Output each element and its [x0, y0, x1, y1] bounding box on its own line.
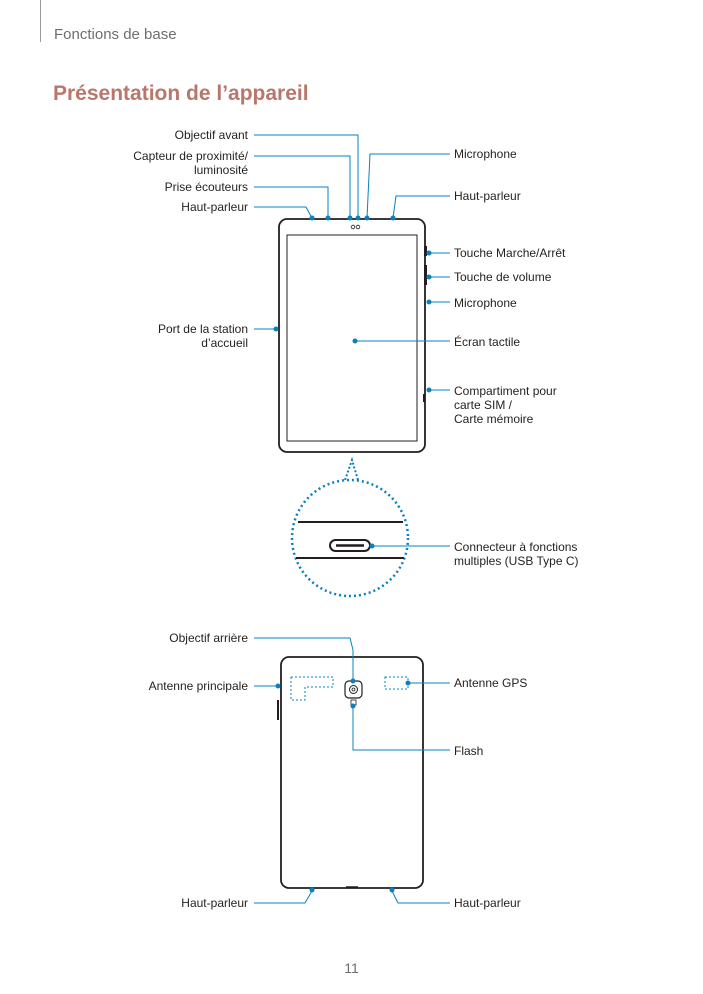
label-haut-parleur-front-right: Haut-parleur: [454, 189, 521, 203]
label-haut-parleur-front-left: Haut-parleur: [181, 200, 248, 214]
label-flash: Flash: [454, 744, 484, 758]
label-microphone-top: Microphone: [454, 147, 517, 161]
label-antenne-gps: Antenne GPS: [454, 676, 528, 690]
label-connecteur-line1: Connecteur à fonctions: [454, 540, 578, 554]
label-capteur-line1: Capteur de proximité/: [133, 149, 248, 163]
label-touche-marche: Touche Marche/Arrêt: [454, 246, 566, 260]
label-port-line1: Port de la station: [157, 322, 248, 336]
label-objectif-arriere: Objectif arrière: [169, 631, 248, 645]
label-connecteur-line2: multiples (USB Type C): [454, 554, 579, 568]
label-capteur-line2: luminosité: [193, 163, 248, 177]
label-compartiment-line3: Carte mémoire: [454, 412, 534, 426]
usb-port-detail: [296, 521, 404, 559]
label-prise-ecouteurs: Prise écouteurs: [164, 180, 248, 194]
callout-dots: [273, 215, 432, 893]
label-microphone-side: Microphone: [454, 296, 517, 310]
tablet-front: [278, 218, 427, 453]
page-number: 11: [344, 960, 359, 976]
label-haut-parleur-bottom-right: Haut-parleur: [454, 896, 521, 910]
label-antenne-principale: Antenne principale: [148, 679, 248, 693]
label-ecran-tactile: Écran tactile: [454, 335, 521, 349]
tablet-back: [277, 656, 424, 889]
page-title: Présentation de l’appareil: [53, 82, 309, 105]
section-header: Fonctions de base: [54, 26, 177, 43]
label-port-line2: d’accueil: [201, 336, 248, 350]
callout-lines: [254, 134, 450, 904]
label-touche-volume: Touche de volume: [454, 270, 552, 284]
label-compartiment-line1: Compartiment pour: [454, 384, 557, 398]
label-compartiment-line2: carte SIM /: [454, 398, 513, 412]
label-haut-parleur-bottom-left: Haut-parleur: [181, 896, 248, 910]
usb-zoom: [290, 456, 410, 598]
header-rule: [40, 0, 41, 42]
label-objectif-avant: Objectif avant: [174, 128, 248, 142]
